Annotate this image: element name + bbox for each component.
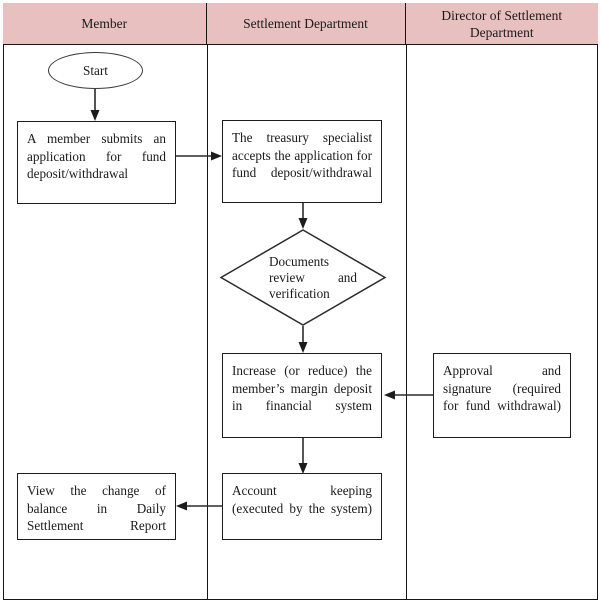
lane-header-director-of-settlement-department: Director of Settlement Department (405, 3, 598, 44)
node-view-change-of-balance-label: View the change of balance in Daily Sett… (27, 483, 166, 533)
node-member-submits-application-label: A member submits an application for fund… (27, 131, 166, 181)
node-start-label: Start (83, 62, 108, 78)
node-increase-or-reduce-margin[interactable]: Increase (or reduce) the member’s margin… (222, 353, 382, 438)
node-view-change-of-balance[interactable]: View the change of balance in Daily Sett… (17, 473, 176, 540)
node-account-keeping[interactable]: Account keeping (executed by the system) (222, 473, 382, 540)
lane-divider-2 (405, 3, 407, 600)
decision-diamond-shape (219, 229, 387, 326)
node-approval-and-signature[interactable]: Approval and signature (required for fun… (433, 353, 571, 438)
swimlane-header-row: Member Settlement Department Director of… (3, 3, 598, 45)
node-member-submits-application[interactable]: A member submits an application for fund… (17, 121, 176, 204)
node-account-keeping-label: Account keeping (executed by the system) (232, 483, 372, 516)
node-documents-review[interactable]: Documents review and verification (219, 229, 387, 326)
node-start[interactable]: Start (48, 52, 143, 89)
node-approval-and-signature-label: Approval and signature (required for fun… (443, 363, 561, 413)
lane-divider-1 (206, 3, 208, 600)
lane-header-member: Member (3, 3, 207, 44)
node-documents-review-label: Documents review and verification (269, 253, 357, 301)
lane-header-settlement-department: Settlement Department (206, 3, 406, 44)
node-increase-or-reduce-margin-label: Increase (or reduce) the member’s margin… (232, 363, 372, 413)
node-treasury-specialist-accepts[interactable]: The treasury specialist accepts the appl… (222, 120, 382, 203)
node-treasury-specialist-accepts-label: The treasury specialist accepts the appl… (232, 130, 372, 180)
